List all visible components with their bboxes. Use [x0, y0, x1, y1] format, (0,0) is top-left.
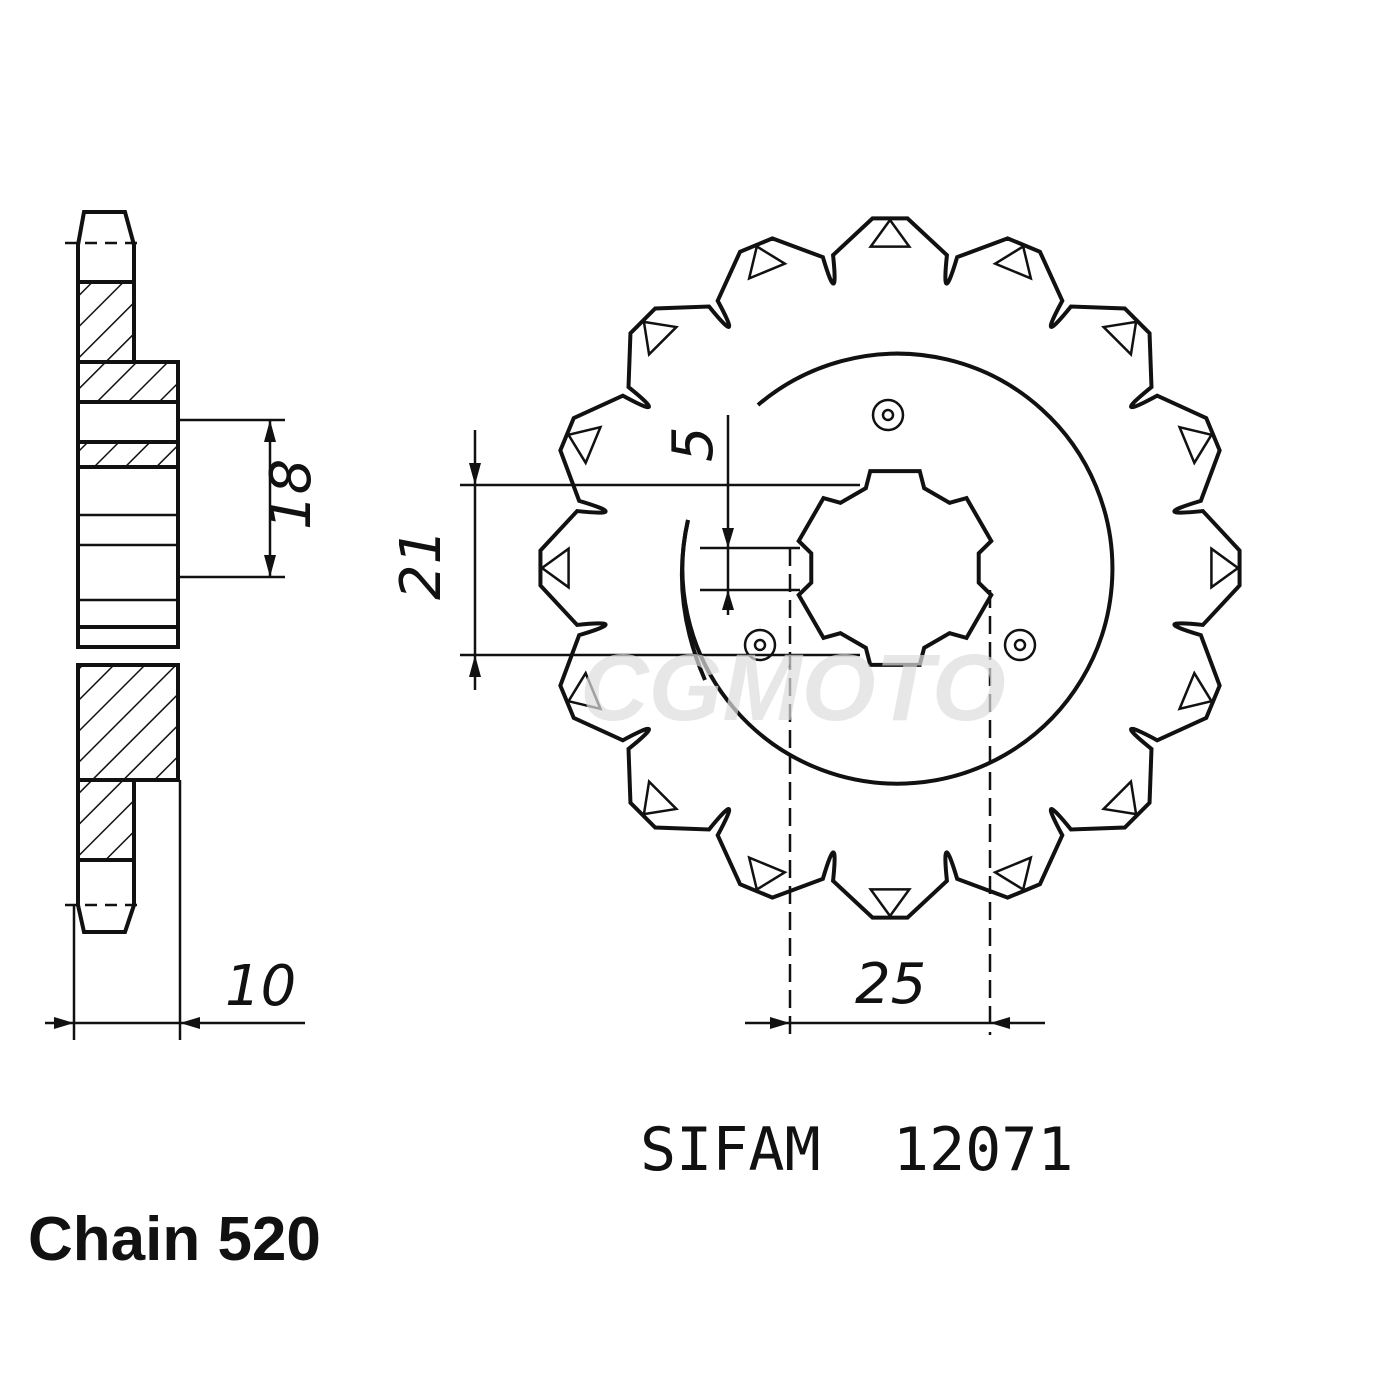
bolt-hole	[1003, 628, 1037, 662]
tooth-tip	[539, 546, 570, 590]
part-number-label: SIFAM 12071	[640, 1115, 1073, 1185]
spline-hole	[796, 469, 994, 667]
sprocket-teeth-outline	[538, 216, 1242, 920]
tooth-tip	[566, 670, 603, 711]
bolt-hole	[743, 628, 777, 662]
tooth-tip	[642, 779, 679, 816]
dimension-spline-depth: 5	[661, 426, 726, 462]
side-profile-view: 18 10	[45, 210, 324, 1040]
tooth-tip	[992, 244, 1033, 281]
tooth-tip	[868, 888, 912, 919]
tooth-tip	[868, 217, 912, 248]
dimension-thickness: 10	[225, 954, 296, 1019]
dimension-spline-inner: 21	[389, 529, 454, 600]
tooth-tip	[1101, 779, 1138, 816]
chain-size-label: Chain 520	[28, 1205, 321, 1274]
dimension-spline-outer: 25	[855, 952, 926, 1017]
tooth-tip	[1177, 670, 1214, 711]
watermark: CGMOTO	[580, 635, 1006, 741]
tooth-tip	[642, 320, 679, 357]
dimension-hub-width: 18	[259, 459, 324, 530]
sprocket-front-view: 21 5 25	[389, 216, 1242, 1035]
tooth-tip	[992, 855, 1033, 892]
tooth-tip	[1101, 320, 1138, 357]
tooth-tip	[1177, 425, 1214, 466]
bolt-hole	[871, 398, 905, 432]
tooth-tip	[747, 244, 788, 281]
tooth-tip	[566, 425, 603, 466]
tooth-tip	[1210, 546, 1241, 590]
tooth-tip	[747, 855, 788, 892]
hub-circle	[680, 351, 1115, 786]
